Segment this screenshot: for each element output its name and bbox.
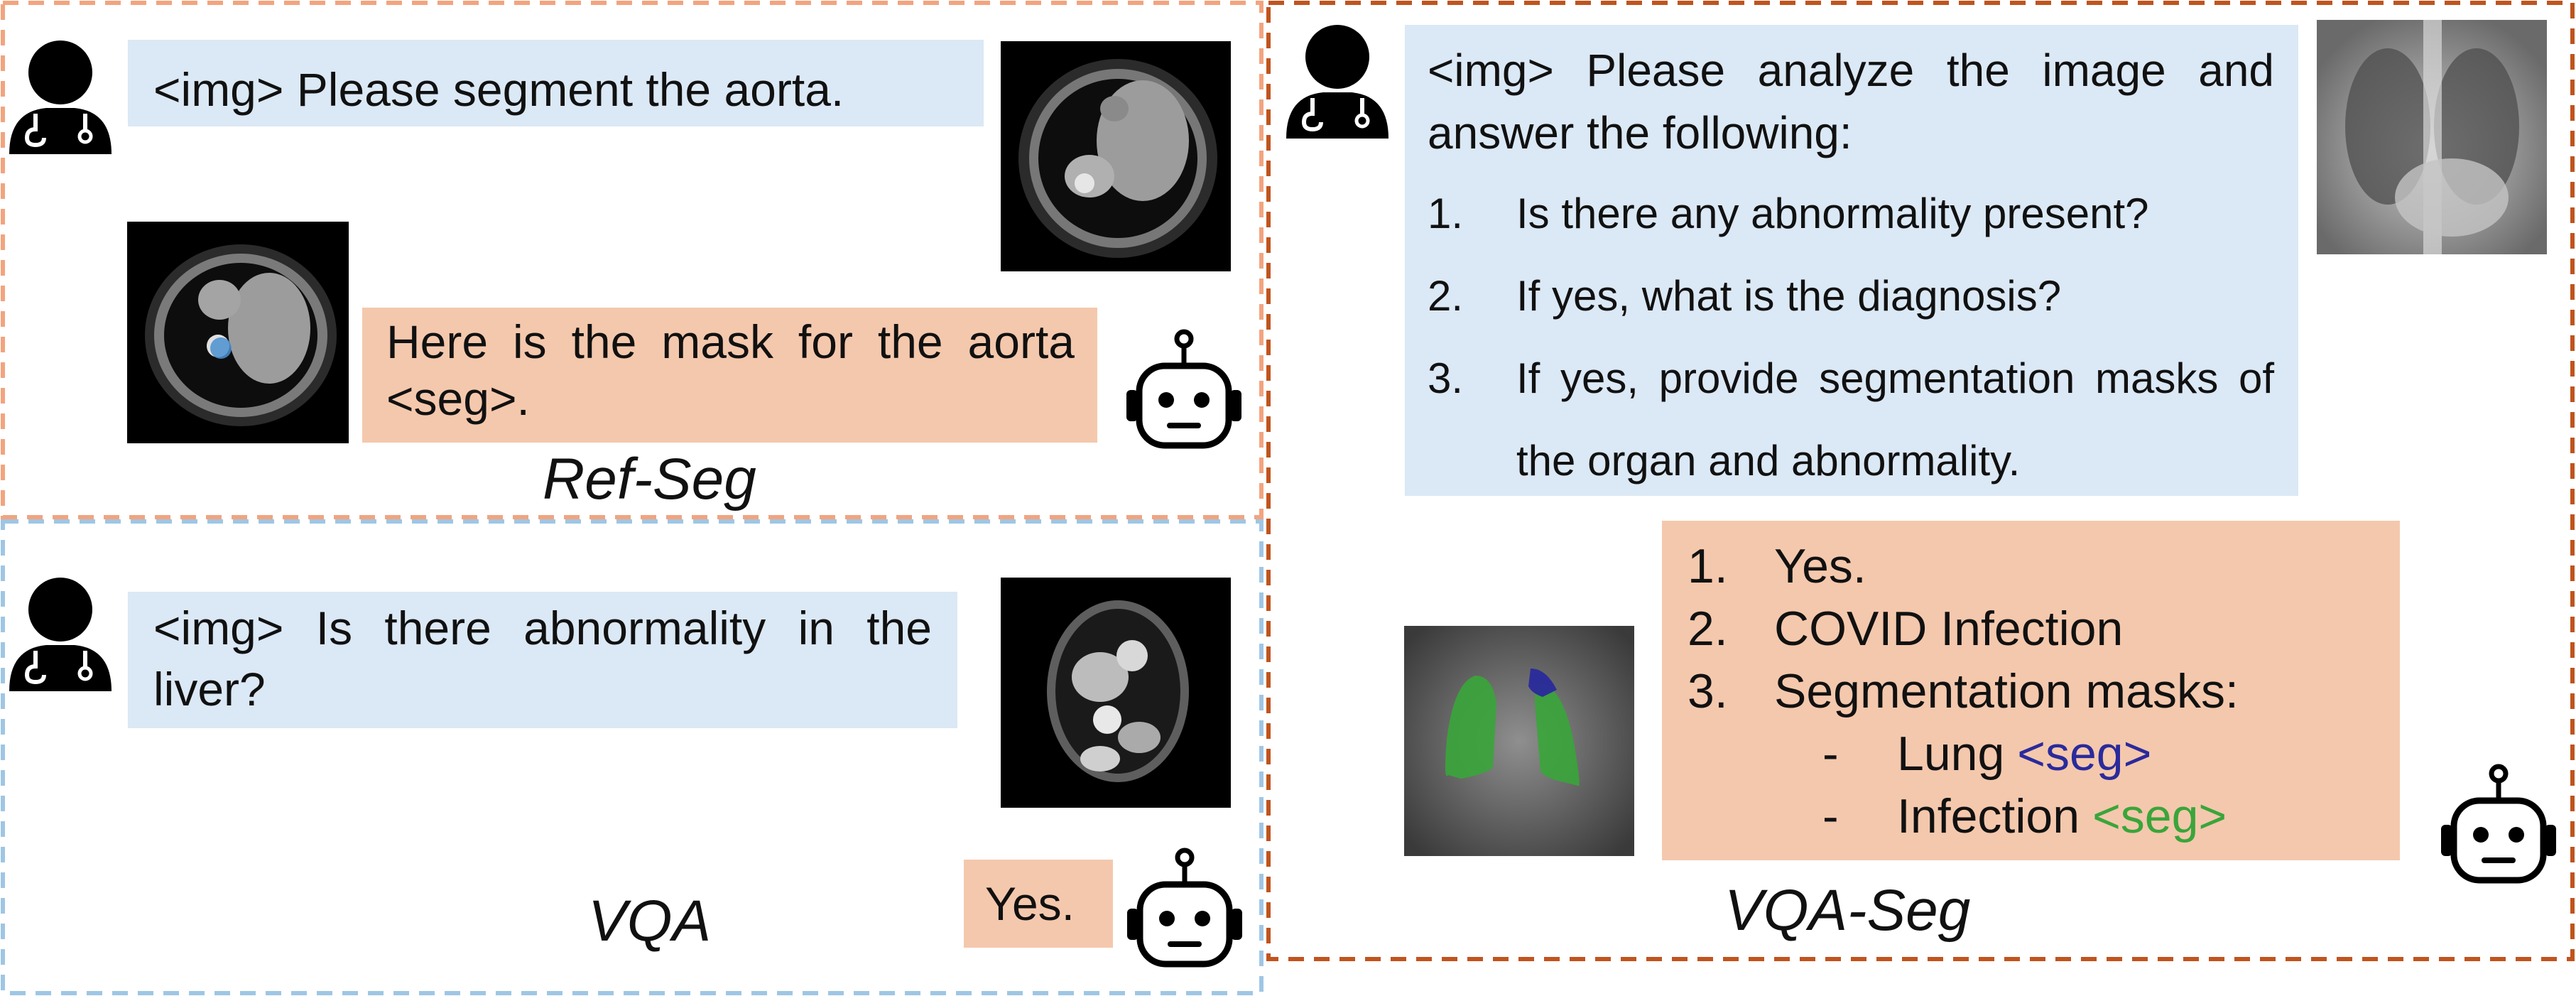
vqa-seg-label: VQA-Seg (1724, 878, 1971, 943)
doctor-icon (1284, 21, 1391, 142)
sub-answer-item: - Lung <seg> (1688, 722, 2400, 785)
answer-item: 2. COVID Infection (1688, 597, 2400, 660)
question-text: Is there any abnormality present? (1516, 190, 2149, 237)
robot-icon (2438, 764, 2559, 884)
lung-seg-tag: <seg> (2017, 727, 2152, 781)
vqa-question: <img> Is there abnormality in the liver? (153, 602, 932, 715)
ref-seg-answer: Here is the mask for the aorta <seg>. (386, 315, 1075, 425)
robot-icon (1124, 329, 1244, 450)
ref-seg-question: <img> Please segment the aorta. (153, 63, 844, 116)
chest-xray-mask-image (1404, 626, 1634, 856)
answer-number: 2. (1688, 602, 1728, 656)
sub-answer-text: Infection (1897, 789, 2080, 843)
vqa-question-bubble: <img> Is there abnormality in the liver? (128, 592, 957, 728)
vqa-seg-question-list: 1. Is there any abnormality present? 2. … (1428, 173, 2274, 502)
vqa-answer: Yes. (985, 877, 1075, 930)
question-text: If yes, what is the diagnosis? (1516, 272, 2062, 320)
vqa-seg-question-intro: <img> Please analyze the image and answe… (1428, 45, 2274, 158)
ct-chest-image (1001, 41, 1231, 271)
ref-seg-panel-border (1, 1, 1263, 519)
robot-icon (1124, 848, 1245, 968)
ref-seg-answer-bubble: Here is the mask for the aorta <seg>. (362, 308, 1097, 443)
ref-seg-question-bubble: <img> Please segment the aorta. (128, 40, 984, 126)
question-text: If yes, provide segmentation masks of th… (1516, 354, 2274, 485)
answer-text: COVID Infection (1774, 602, 2124, 656)
question-number: 2. (1428, 272, 1464, 320)
question-item: 1. Is there any abnormality present? (1428, 173, 2274, 255)
sub-answer-dash: - (1822, 727, 1839, 781)
answer-item: 1. Yes. (1688, 535, 2400, 597)
answer-number: 1. (1688, 539, 1728, 593)
vqa-label: VQA (588, 889, 712, 953)
question-item: 3. If yes, provide segmentation masks of… (1428, 337, 2274, 502)
answer-number: 3. (1688, 664, 1728, 718)
question-number: 3. (1428, 354, 1464, 402)
sub-answer-dash: - (1822, 789, 1839, 843)
doctor-icon (7, 574, 114, 695)
ct-abdomen-image (1001, 578, 1231, 808)
answer-item: 3. Segmentation masks: (1688, 660, 2400, 722)
ct-chest-mask-image (127, 222, 349, 443)
question-item: 2. If yes, what is the diagnosis? (1428, 255, 2274, 337)
vqa-seg-panel-border (1266, 1, 2575, 961)
question-number: 1. (1428, 190, 1464, 237)
sub-answer-text: Lung (1897, 727, 2005, 781)
answer-text: Yes. (1774, 539, 1866, 593)
chest-xray-image (2317, 20, 2547, 254)
infection-seg-tag: <seg> (2092, 789, 2227, 843)
sub-answer-item: - Infection <seg> (1688, 785, 2400, 848)
vqa-seg-question-bubble: <img> Please analyze the image and answe… (1405, 25, 2298, 496)
doctor-icon (7, 37, 114, 158)
vqa-panel-border (1, 519, 1263, 995)
answer-text: Segmentation masks: (1774, 664, 2239, 718)
ref-seg-label: Ref-Seg (543, 447, 756, 511)
vqa-seg-answer-bubble: 1. Yes. 2. COVID Infection 3. Segmentati… (1662, 521, 2400, 860)
vqa-answer-bubble: Yes. (964, 860, 1113, 948)
